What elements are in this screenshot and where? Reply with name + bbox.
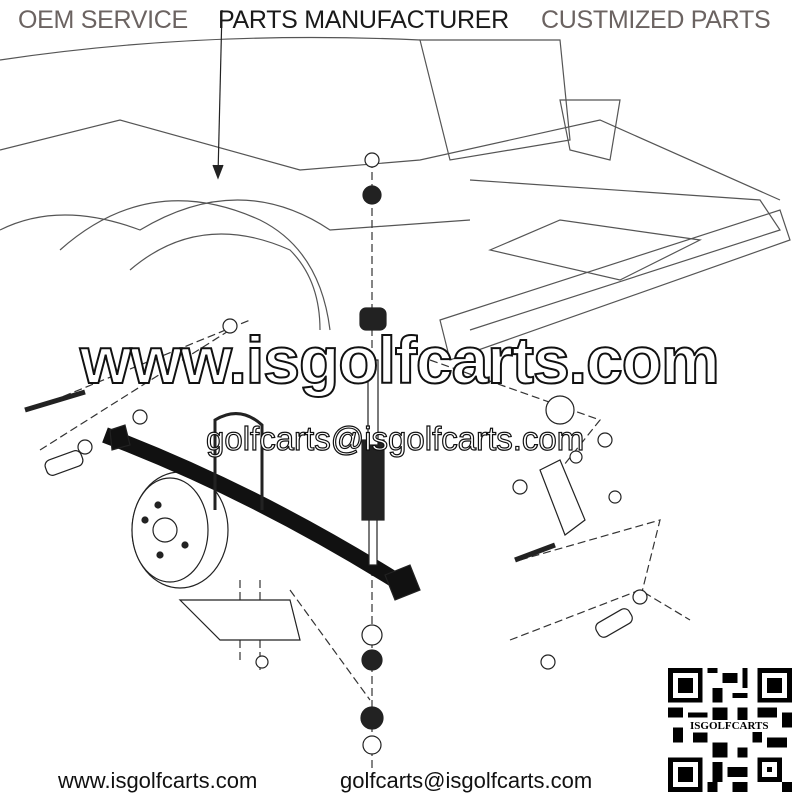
parts-manufacturer-label: PARTS MANUFACTURER: [218, 6, 509, 34]
shock-absorber: [359, 307, 387, 566]
pointer-arrow: [212, 9, 224, 180]
qr-label: ISGOLFCARTS: [689, 720, 770, 732]
bolts: [24, 389, 556, 563]
dashed-leader-lines: [29, 160, 691, 770]
cart-body-outline: [0, 36, 791, 361]
shackle-plate: [178, 395, 586, 641]
leaf-spring: [102, 424, 421, 601]
footer-website: www.isgolfcarts.com: [58, 768, 258, 793]
customized-parts-label: CUSTMIZED PARTS: [541, 6, 771, 34]
qr-code: [668, 668, 792, 792]
u-bolt: [213, 412, 264, 510]
bushings: [44, 152, 648, 755]
email-watermark: golfcarts@isgolfcarts.com: [205, 419, 585, 457]
website-watermark: www.isgolfcarts.com: [79, 322, 721, 398]
oem-service-label: OEM SERVICE: [18, 6, 188, 34]
footer-email: golfcarts@isgolfcarts.com: [340, 768, 593, 793]
hub-drum: [131, 471, 229, 589]
